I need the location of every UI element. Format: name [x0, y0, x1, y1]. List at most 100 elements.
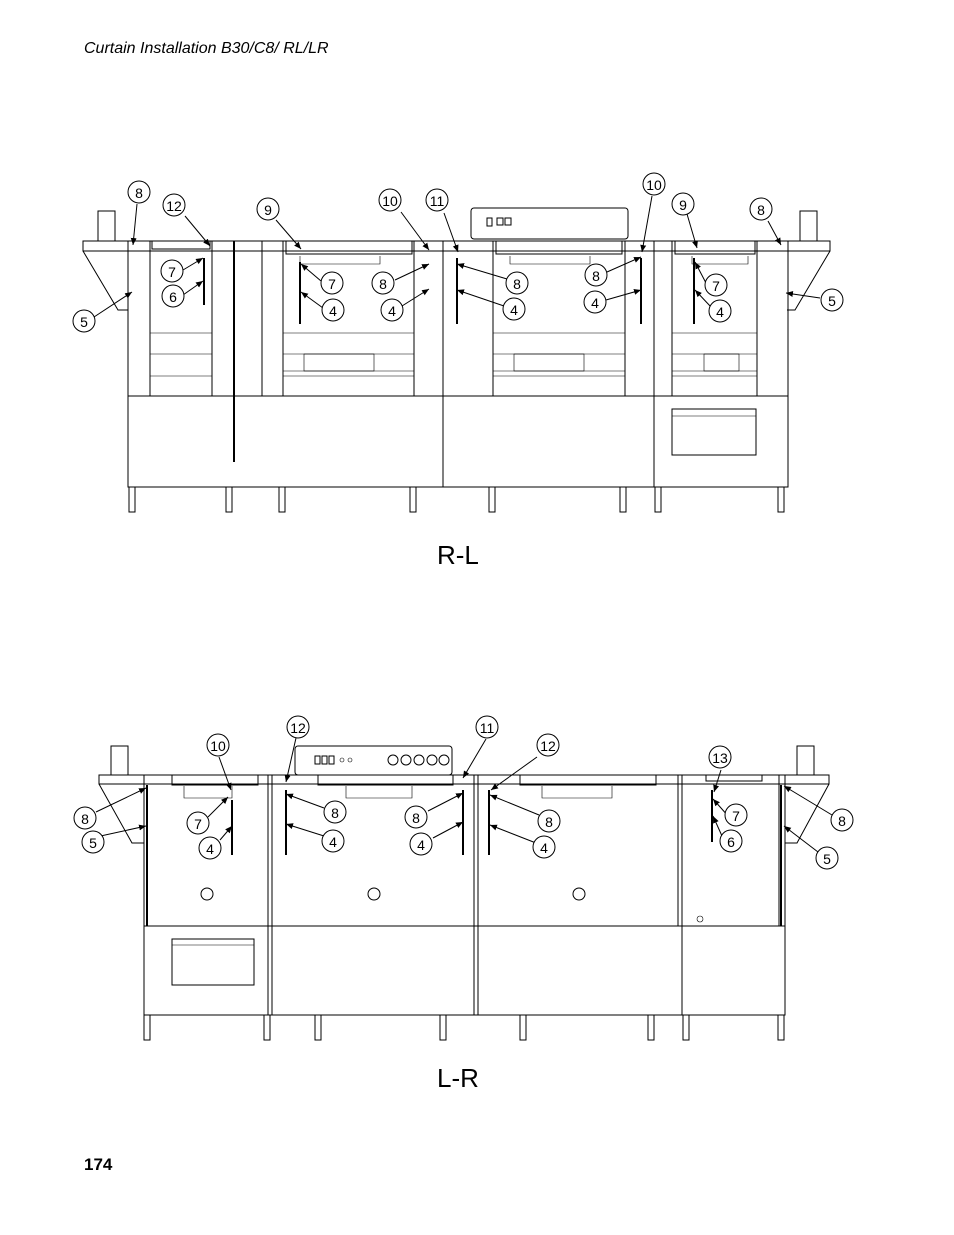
callout-circle	[127, 180, 151, 204]
callout-9: 9	[256, 197, 280, 221]
callout-6: 6	[161, 284, 185, 308]
callout-number: 4	[329, 303, 337, 319]
callout-circle	[749, 197, 773, 221]
callout-9: 9	[671, 192, 695, 216]
callout-number: 6	[169, 289, 177, 305]
callout-number: 10	[210, 738, 226, 754]
callout-4: 4	[321, 298, 345, 322]
callout-number: 8	[513, 276, 521, 292]
callout-8: 8	[749, 197, 773, 221]
callout-number: 9	[679, 197, 687, 213]
callout-12: 12	[162, 193, 186, 217]
callout-circle	[321, 829, 345, 853]
callout-circle	[186, 811, 210, 835]
callout-13: 13	[708, 745, 732, 769]
callout-number: 8	[135, 185, 143, 201]
callout-number: 4	[510, 302, 518, 318]
callout-number: 11	[480, 720, 495, 736]
callout-circle	[502, 297, 526, 321]
callout-8: 8	[830, 808, 854, 832]
callout-circle	[206, 733, 230, 757]
callout-circle	[830, 808, 854, 832]
callout-8: 8	[505, 271, 529, 295]
callout-number: 5	[89, 835, 97, 851]
callout-circle	[708, 745, 732, 769]
callout-circle	[81, 830, 105, 854]
callout-11: 11	[425, 188, 449, 212]
callout-circle	[371, 271, 395, 295]
callout-circle	[505, 271, 529, 295]
callout-circle	[642, 172, 666, 196]
callout-circle	[719, 829, 743, 853]
callout-8: 8	[371, 271, 395, 295]
rl-machine-drawing	[82, 207, 831, 513]
callout-number: 8	[412, 810, 420, 826]
callout-number: 5	[828, 293, 836, 309]
callout-10: 10	[378, 188, 402, 212]
callout-circle	[73, 806, 97, 830]
callout-number: 4	[716, 304, 724, 320]
callout-4: 4	[198, 836, 222, 860]
callout-number: 10	[382, 193, 398, 209]
callout-circle	[321, 298, 345, 322]
callout-4: 4	[321, 829, 345, 853]
header-title: Curtain Installation B30/C8/ RL/LR	[84, 40, 329, 57]
callout-5: 5	[815, 846, 839, 870]
callout-circle	[671, 192, 695, 216]
callout-circle	[815, 846, 839, 870]
callout-number: 7	[712, 278, 720, 294]
callout-circle	[425, 188, 449, 212]
callout-number: 8	[545, 814, 553, 830]
callout-circle	[584, 263, 608, 287]
callout-7: 7	[160, 259, 184, 283]
callout-7: 7	[320, 271, 344, 295]
callout-circle	[72, 309, 96, 333]
rl-leader-lines	[93, 195, 821, 318]
callout-8: 8	[584, 263, 608, 287]
callout-circle	[256, 197, 280, 221]
callout-circle	[537, 809, 561, 833]
callout-number: 7	[732, 808, 740, 824]
callout-circle	[378, 188, 402, 212]
callout-4: 4	[708, 299, 732, 323]
callout-number: 4	[388, 303, 396, 319]
callout-circle	[380, 298, 404, 322]
callout-number: 10	[646, 177, 662, 193]
callout-12: 12	[286, 715, 310, 739]
callout-8: 8	[404, 805, 428, 829]
callout-number: 4	[417, 837, 425, 853]
callout-number: 8	[838, 813, 846, 829]
callout-circle	[583, 290, 607, 314]
callout-7: 7	[724, 803, 748, 827]
callout-5: 5	[72, 309, 96, 333]
callout-circle	[475, 715, 499, 739]
callout-number: 4	[540, 840, 548, 856]
callout-8: 8	[73, 806, 97, 830]
callout-12: 12	[536, 733, 560, 757]
callout-circle	[724, 803, 748, 827]
callout-number: 7	[328, 276, 336, 292]
callout-11: 11	[475, 715, 499, 739]
diagram-label-rl: R-L	[437, 540, 479, 570]
callout-circle	[532, 835, 556, 859]
callout-number: 11	[430, 193, 445, 209]
rl-callouts: 8 12 9 10 11 10 9 8 7 6 5 7 8 4 4 8 4 8 4 7 4 5	[72, 172, 844, 333]
callout-circle	[820, 288, 844, 312]
callout-8: 8	[127, 180, 151, 204]
callout-number: 6	[727, 834, 735, 850]
callout-number: 12	[290, 720, 306, 736]
callout-6: 6	[719, 829, 743, 853]
callout-circle	[198, 836, 222, 860]
callout-number: 9	[264, 202, 272, 218]
callout-circle	[704, 273, 728, 297]
callout-8: 8	[537, 809, 561, 833]
callout-4: 4	[583, 290, 607, 314]
callout-number: 7	[194, 816, 202, 832]
callout-5: 5	[820, 288, 844, 312]
callout-circle	[536, 733, 560, 757]
callout-8: 8	[323, 800, 347, 824]
callout-number: 8	[81, 811, 89, 827]
callout-circle	[708, 299, 732, 323]
callout-7: 7	[704, 273, 728, 297]
